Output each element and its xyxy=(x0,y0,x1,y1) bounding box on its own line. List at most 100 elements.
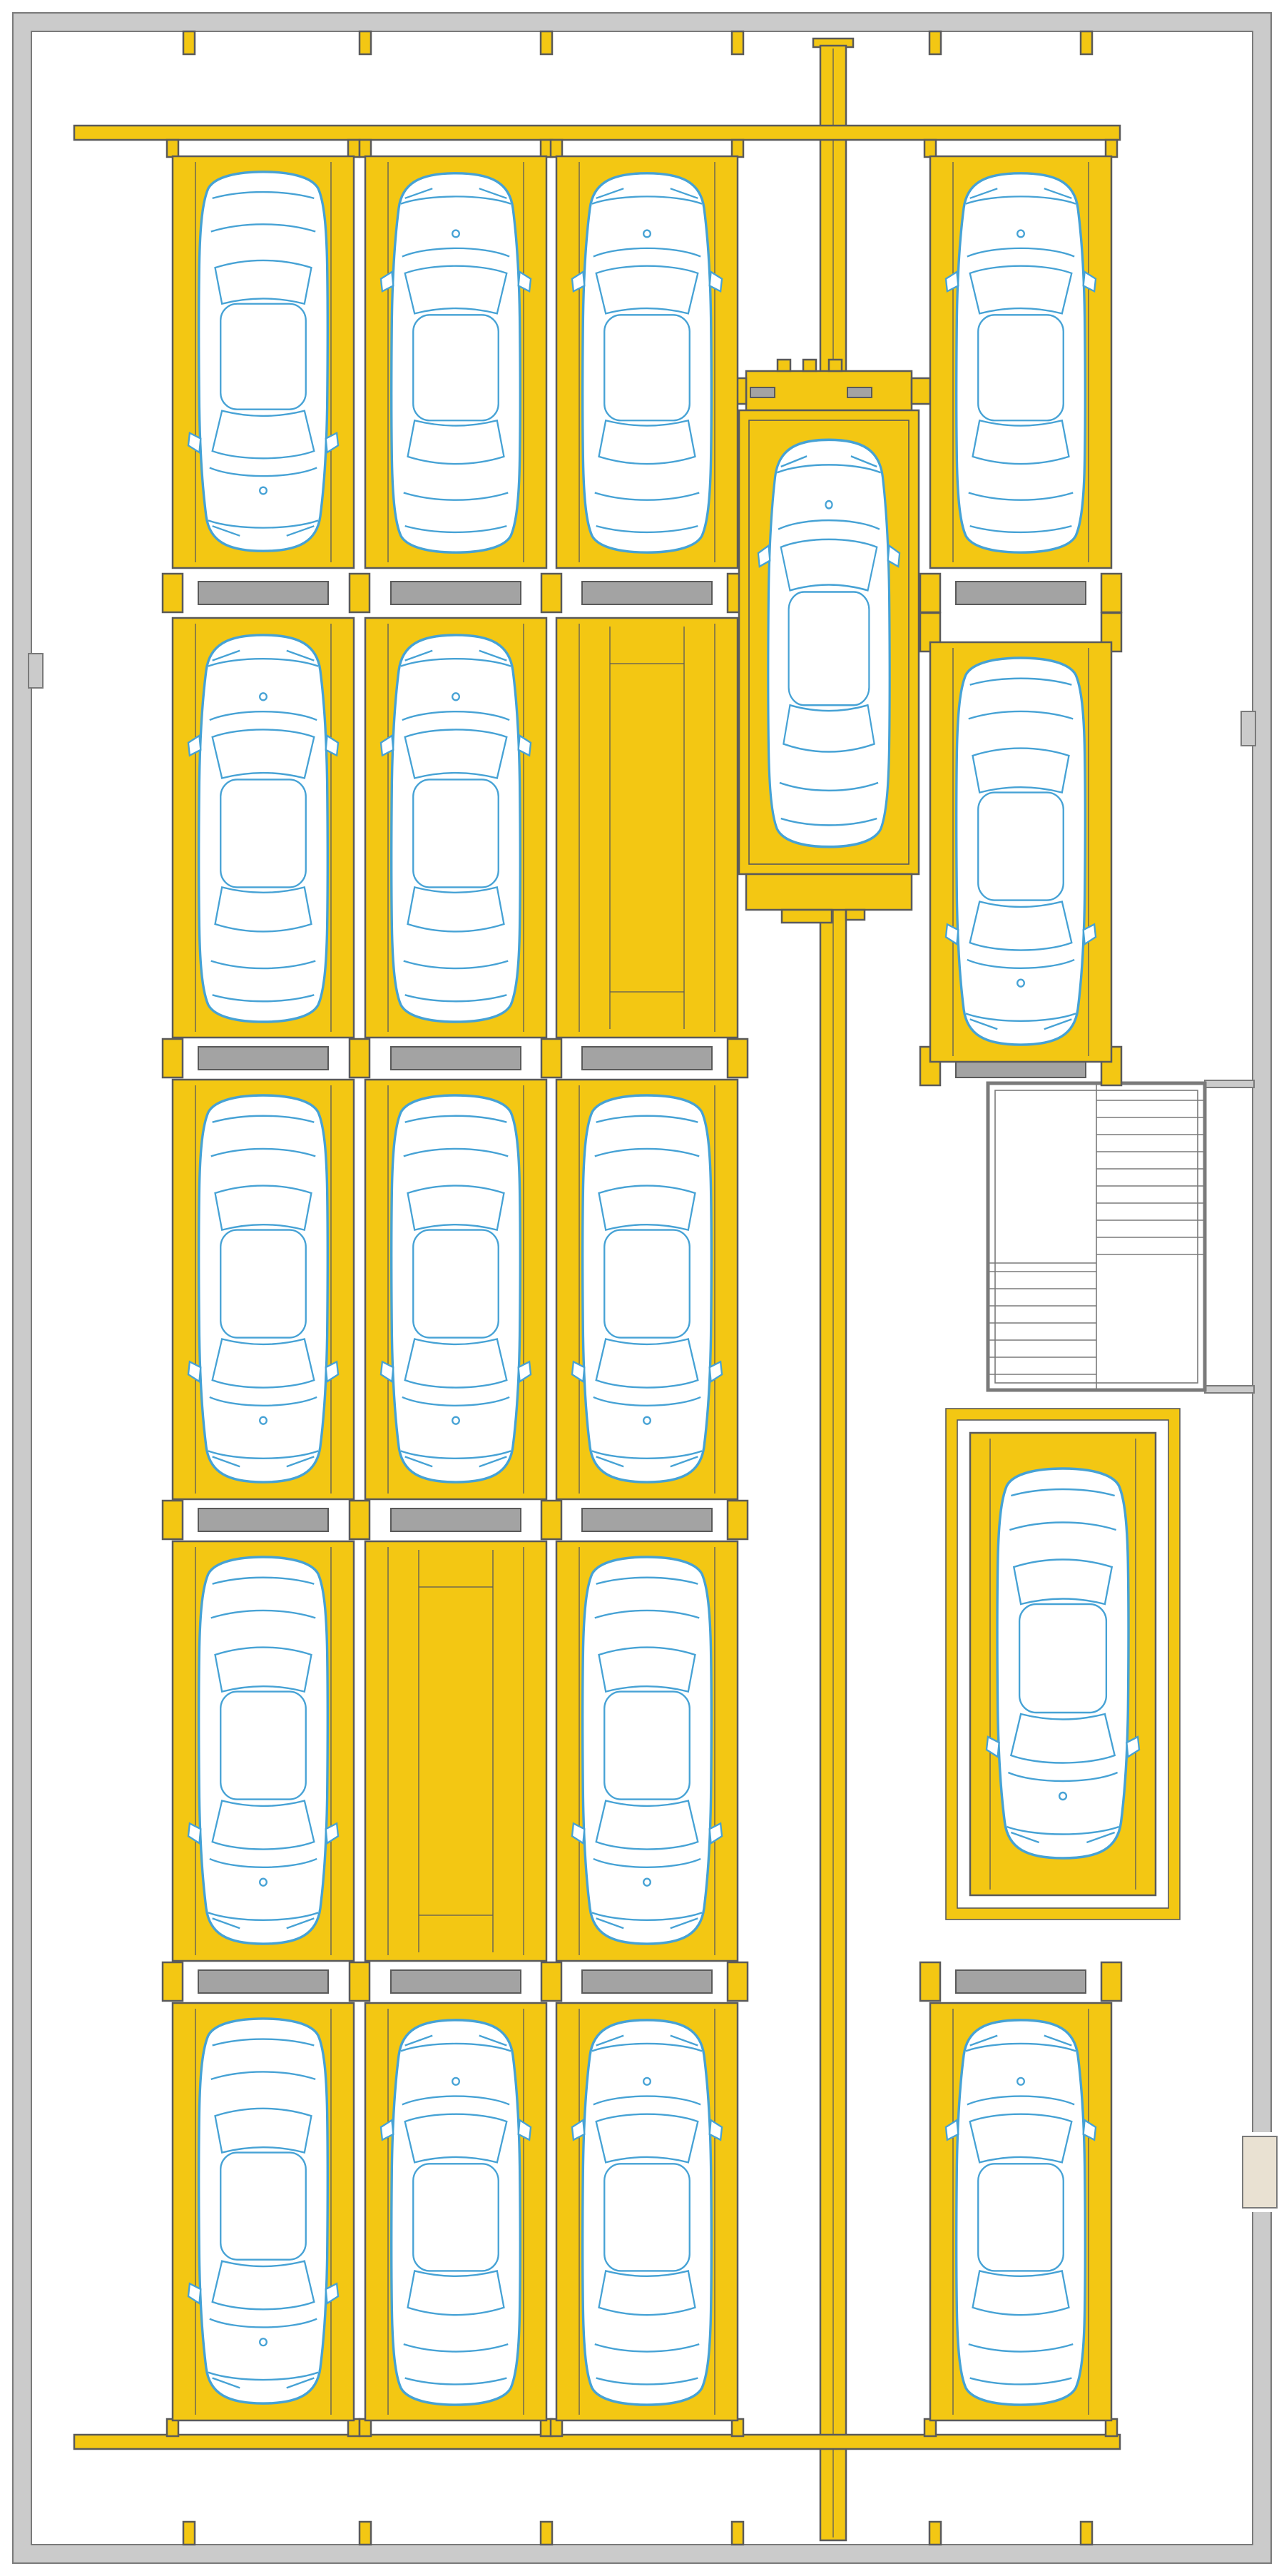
pallet-end-plate xyxy=(581,1046,713,1070)
car-top-view xyxy=(379,634,532,1023)
parking-bay-row1-right xyxy=(929,155,1113,569)
rail-stub xyxy=(165,2418,180,2438)
building-walls xyxy=(12,12,1278,2564)
parking-bay-row1-col2 xyxy=(364,155,548,569)
stair-wall-connector-top xyxy=(1204,1080,1255,1088)
pallet-frame-layer xyxy=(161,30,1123,2546)
car-top-view xyxy=(187,1094,340,1484)
bottom-rail xyxy=(73,2433,1121,2450)
frame-post xyxy=(919,1961,942,2002)
frame-post xyxy=(161,572,184,614)
parking-bay-row3-col1 xyxy=(171,1078,355,1501)
pallet-end-plate xyxy=(581,581,713,605)
pallet-end-plate xyxy=(390,1969,521,1994)
rail-stub xyxy=(730,138,745,158)
pallet-end-plate xyxy=(390,581,521,605)
frame-post xyxy=(348,1961,371,2002)
lift-foot xyxy=(780,908,833,924)
rail-stub xyxy=(347,2418,361,2438)
transfer-frame-outer xyxy=(945,1408,1181,1920)
car-top-view xyxy=(944,656,1097,1046)
pallet-end-plate xyxy=(198,1046,329,1070)
parking-bay-row5-col3 xyxy=(555,2002,739,2422)
wall-anchor xyxy=(539,2520,554,2546)
frame-post xyxy=(161,1961,184,2002)
parking-bay-row2-right xyxy=(929,641,1113,1063)
transfer-frame-inner xyxy=(957,1419,1169,1909)
rail-stub xyxy=(358,138,372,158)
lift-roller-left xyxy=(750,387,775,398)
parking-bay-row5-col2 xyxy=(364,2002,548,2422)
parking-bay-row3-col3 xyxy=(555,1078,739,1501)
pallet-end-plate xyxy=(581,1969,713,1994)
car-top-view xyxy=(379,1094,532,1484)
wall-anchor xyxy=(730,30,745,56)
rail-stub xyxy=(1104,138,1119,158)
rail-stub xyxy=(347,138,361,158)
car-top-view xyxy=(187,1556,340,1945)
door-leaf xyxy=(1242,2136,1278,2209)
wall-anchor xyxy=(539,30,554,56)
frame-post xyxy=(919,572,942,614)
pallet-end-plate xyxy=(198,1969,329,1994)
car-top-view xyxy=(379,172,532,554)
frame-post xyxy=(540,1499,563,1541)
car-top-view xyxy=(757,438,901,848)
car-top-view xyxy=(944,2019,1097,2406)
wall-pilaster-left xyxy=(28,653,44,689)
car-top-view xyxy=(571,2019,723,2406)
rail-stub xyxy=(549,138,564,158)
wall-anchor xyxy=(730,2520,745,2546)
wall-anchor xyxy=(928,30,942,56)
wall-pilaster-right xyxy=(1240,711,1256,746)
frame-post xyxy=(348,1038,371,1079)
frame-post xyxy=(1100,1961,1123,2002)
parking-bay-row2-col3 xyxy=(555,617,739,1039)
rail-stub xyxy=(730,2418,745,2438)
pallet-end-plate xyxy=(390,1046,521,1070)
frame-post xyxy=(1100,572,1123,614)
parking-bay-transfer xyxy=(985,1467,1141,1860)
parking-bays-layer xyxy=(171,155,1141,2422)
parking-bay-row1-col3 xyxy=(555,155,739,569)
car-top-view xyxy=(187,171,340,552)
wall-anchor xyxy=(182,2520,196,2546)
parking-bay-row4-col1 xyxy=(171,1540,355,1962)
car-top-view xyxy=(187,634,340,1023)
lift-tooth xyxy=(802,358,817,372)
car-top-view xyxy=(985,1467,1141,1860)
frame-post xyxy=(348,1499,371,1541)
frame-post xyxy=(726,1499,749,1541)
pallet-end-plate xyxy=(955,581,1086,605)
frame-post xyxy=(161,1499,184,1541)
parking-bay-row2-col2 xyxy=(364,617,548,1039)
parking-bay-lift xyxy=(757,438,901,848)
lift-foot-small xyxy=(845,908,866,921)
pallet-end-plate xyxy=(581,1508,713,1532)
wall-anchor xyxy=(182,30,196,56)
pallet-end-plate xyxy=(198,1508,329,1532)
parking-bay-row4-col2 xyxy=(364,1540,548,1962)
rail-stub xyxy=(358,2418,372,2438)
frame-post xyxy=(726,1038,749,1079)
parking-bay-row1-col1 xyxy=(171,155,355,569)
car-top-view xyxy=(944,172,1097,554)
wall-anchor xyxy=(358,30,372,56)
pallet-end-plate xyxy=(390,1508,521,1532)
parking-bay-row3-col2 xyxy=(364,1078,548,1501)
rail-stub xyxy=(165,138,180,158)
lift-bottom-mechanism xyxy=(745,873,913,911)
parking-bay-row5-right xyxy=(929,2002,1113,2422)
pallet-end-plate xyxy=(955,1969,1086,1994)
lift-side-tab-right xyxy=(910,377,932,405)
wall-anchor xyxy=(358,2520,372,2546)
lift-tooth xyxy=(776,358,792,372)
frame-post xyxy=(161,1038,184,1079)
car-top-view xyxy=(187,2017,340,2405)
lift-platform-inner-frame xyxy=(748,420,910,865)
wall-anchor xyxy=(928,2520,942,2546)
parking-bay-row5-col1 xyxy=(171,2002,355,2422)
car-top-view xyxy=(571,1094,723,1484)
